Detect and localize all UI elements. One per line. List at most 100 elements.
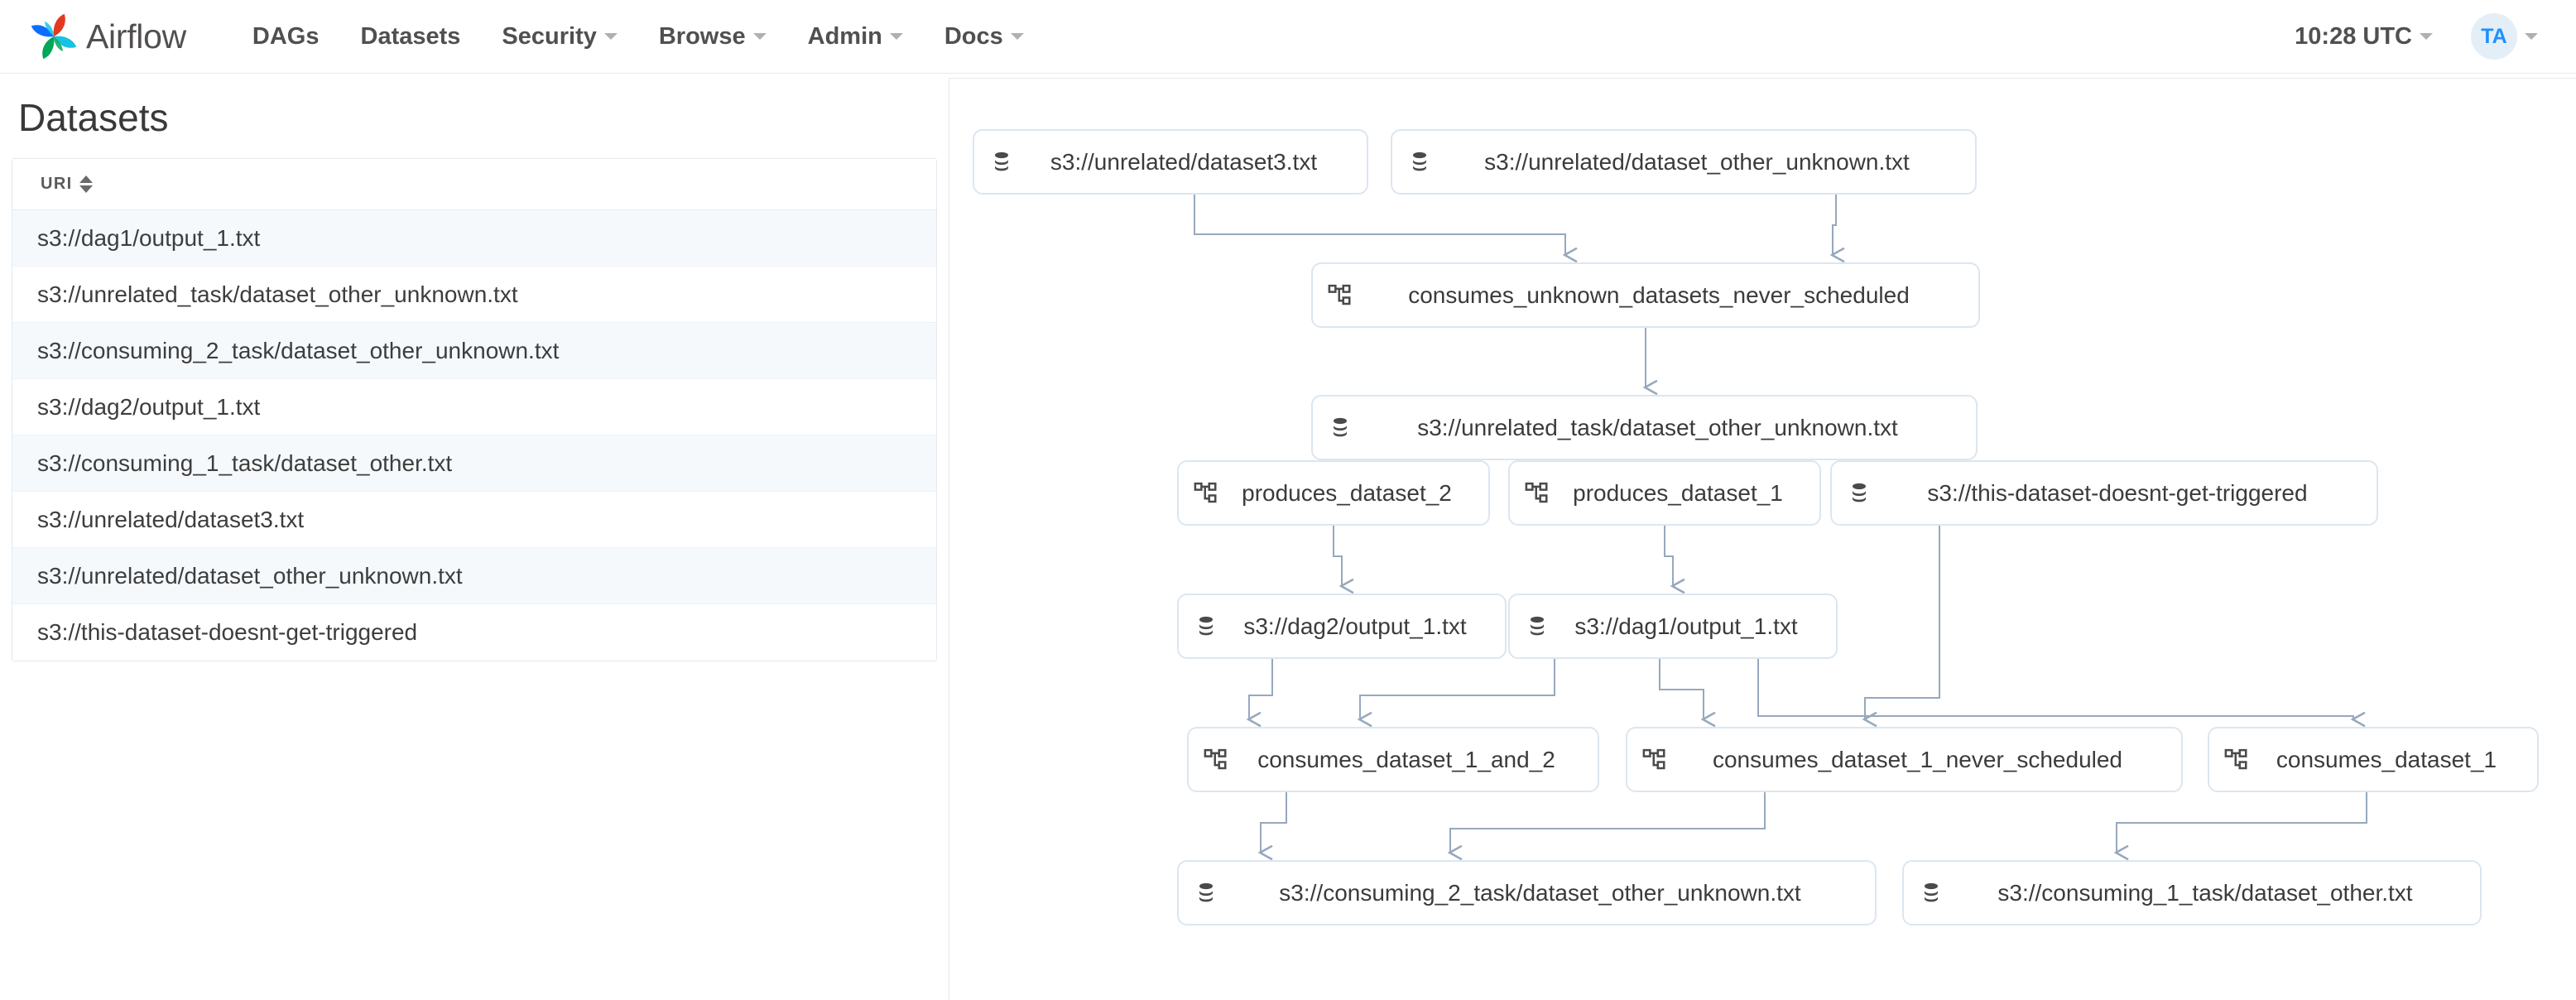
dataset-uri-cell: s3://consuming_2_task/dataset_other_unkn… [37, 337, 560, 363]
dataset-node[interactable]: s3://consuming_1_task/dataset_other.txt [1902, 860, 2482, 925]
sort-ascending-icon [79, 175, 93, 183]
nav-item-browse[interactable]: Browse [659, 23, 767, 50]
dataset-uri-cell: s3://consuming_1_task/dataset_other.txt [37, 450, 453, 476]
table-row[interactable]: s3://consuming_2_task/dataset_other_unkn… [12, 323, 936, 379]
dag-node[interactable]: consumes_dataset_1_and_2 [1187, 727, 1599, 792]
table-row[interactable]: s3://unrelated/dataset_other_unknown.txt [12, 548, 936, 604]
dataset-node[interactable]: s3://unrelated_task/dataset_other_unknow… [1311, 395, 1978, 460]
graph-edge [1194, 195, 1565, 255]
table-row[interactable]: s3://dag1/output_1.txt [12, 210, 936, 267]
graph-edge [1664, 526, 1673, 586]
nav-item-dags[interactable]: DAGs [252, 23, 320, 50]
graph-edge [1833, 195, 1836, 255]
timezone-selector[interactable]: 10:28 UTC [2295, 23, 2433, 50]
nav-item-security[interactable]: Security [502, 22, 618, 50]
sitemap-icon [1204, 748, 1228, 772]
nav-item-dags-label: DAGs [252, 22, 320, 50]
dataset-node[interactable]: s3://dag1/output_1.txt [1508, 594, 1838, 659]
dataset-node[interactable]: s3://dag2/output_1.txt [1177, 594, 1507, 659]
clock-label: 10:28 UTC [2295, 22, 2412, 50]
sitemap-icon [2224, 748, 2249, 772]
node-label: consumes_unknown_datasets_never_schedule… [1408, 281, 1910, 308]
node-label: s3://unrelated_task/dataset_other_unknow… [1417, 414, 1898, 440]
sort-descending-icon [79, 185, 93, 193]
airflow-logo-icon [30, 12, 78, 60]
table-row[interactable]: s3://consuming_1_task/dataset_other.txt [12, 435, 936, 492]
dag-node[interactable]: consumes_dataset_1_never_scheduled [1626, 727, 2183, 792]
dataset-node[interactable]: s3://consuming_2_task/dataset_other_unkn… [1177, 860, 1877, 925]
datasets-table: URI s3://dag1/output_1.txt s3://unrelated… [12, 158, 937, 661]
graph-edge [1865, 526, 1940, 719]
nav-item-security-label: Security [502, 22, 597, 50]
dataset-uri-cell: s3://dag1/output_1.txt [37, 224, 261, 251]
graph-edge [2117, 792, 2367, 853]
table-row[interactable]: s3://dag2/output_1.txt [12, 379, 936, 435]
dataset-graph-panel[interactable]: s3://unrelated/dataset3.txt s3://unrelate… [949, 78, 2576, 1000]
graph-edge [1757, 659, 2353, 719]
database-stack-icon [1919, 881, 1944, 906]
database-stack-icon [1407, 150, 1432, 175]
chevron-down-icon [603, 33, 618, 40]
database-stack-icon [1328, 416, 1353, 440]
database-stack-icon [1525, 614, 1550, 639]
sitemap-icon [1194, 481, 1218, 506]
nav-item-datasets[interactable]: Datasets [361, 23, 461, 50]
sitemap-icon [1525, 481, 1550, 506]
table-body: s3://dag1/output_1.txt s3://unrelated_tas… [12, 210, 936, 661]
graph-edge [1249, 659, 1273, 719]
database-stack-icon [1847, 481, 1872, 506]
chevron-down-icon [752, 33, 767, 40]
nav-item-docs[interactable]: Docs [944, 23, 1024, 50]
table-row[interactable]: s3://this-dataset-doesnt-get-triggered [12, 604, 936, 661]
graph-edges [1194, 195, 2367, 1000]
node-label: s3://this-dataset-doesnt-get-triggered [1927, 479, 2308, 506]
dataset-node[interactable]: s3://this-dataset-doesnt-get-triggered [1830, 460, 2378, 526]
table-row[interactable]: s3://unrelated/dataset3.txt [12, 492, 936, 548]
node-label: consumes_dataset_1_never_scheduled [1712, 746, 2123, 772]
dataset-uri-cell: s3://unrelated/dataset_other_unknown.txt [37, 562, 463, 589]
node-label: produces_dataset_1 [1573, 479, 1783, 506]
table-row[interactable]: s3://unrelated_task/dataset_other_unknow… [12, 267, 936, 323]
nav-item-browse-label: Browse [658, 22, 746, 50]
dag-node[interactable]: produces_dataset_2 [1177, 460, 1490, 526]
node-label: s3://consuming_1_task/dataset_other.txt [1997, 879, 2413, 906]
database-stack-icon [1194, 881, 1218, 906]
dag-node[interactable]: consumes_unknown_datasets_never_schedule… [1311, 262, 1980, 328]
graph-canvas[interactable]: s3://unrelated/dataset3.txt s3://unrelate… [949, 79, 2576, 1000]
table-header-row: URI [12, 159, 936, 210]
graph-edge [1360, 659, 1555, 719]
nav-item-admin-label: Admin [807, 22, 882, 50]
graph-edge [1450, 792, 1766, 853]
database-stack-icon [1194, 614, 1218, 639]
chevron-down-icon [889, 33, 903, 40]
brand-name: Airflow [86, 17, 186, 55]
dataset-uri-cell: s3://this-dataset-doesnt-get-triggered [37, 619, 418, 645]
chevron-down-icon [2525, 33, 2538, 40]
sort-toggle-icon[interactable] [79, 175, 93, 193]
page-title: Datasets [18, 96, 169, 139]
user-menu[interactable]: TA [2471, 13, 2538, 60]
chevron-down-icon [2420, 33, 2433, 40]
primary-nav: DAGs Datasets Security Browse Admin Docs [252, 23, 1065, 50]
node-label: s3://consuming_2_task/dataset_other_unkn… [1279, 879, 1801, 906]
dag-node[interactable]: produces_dataset_1 [1508, 460, 1821, 526]
node-label: s3://dag1/output_1.txt [1574, 613, 1798, 639]
graph-edge [1333, 526, 1342, 586]
nav-item-admin[interactable]: Admin [808, 23, 903, 50]
column-header-uri[interactable]: URI [41, 175, 73, 193]
dataset-node[interactable]: s3://unrelated/dataset3.txt [973, 129, 1368, 195]
dataset-uri-cell: s3://dag2/output_1.txt [37, 393, 261, 420]
brand-home-link[interactable]: Airflow [30, 12, 186, 60]
dataset-node[interactable]: s3://unrelated/dataset_other_unknown.txt [1391, 129, 1977, 195]
dag-node[interactable]: consumes_dataset_1 [2208, 727, 2539, 792]
node-label: s3://unrelated/dataset3.txt [1050, 148, 1318, 175]
nav-item-datasets-label: Datasets [360, 22, 461, 50]
node-label: produces_dataset_2 [1242, 479, 1452, 506]
nav-item-docs-label: Docs [944, 22, 1003, 50]
node-label: s3://unrelated/dataset_other_unknown.txt [1484, 148, 1910, 175]
chevron-down-icon [1010, 33, 1024, 40]
sitemap-icon [1328, 283, 1353, 308]
database-stack-icon [989, 150, 1014, 175]
top-navbar: Airflow DAGs Datasets Security Browse Ad… [0, 0, 2576, 74]
